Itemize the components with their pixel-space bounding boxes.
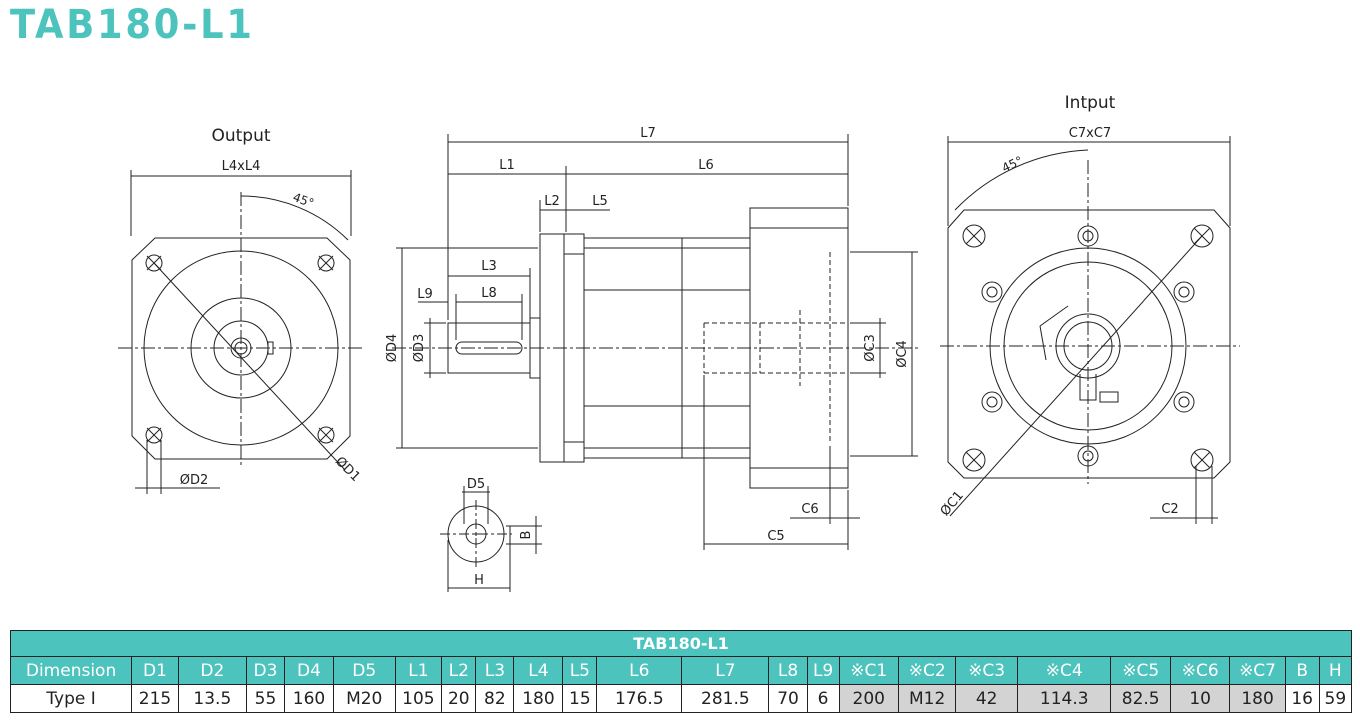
- table-cell: 82: [475, 684, 515, 713]
- table-cell: 10: [1169, 684, 1231, 713]
- dim-d4: ØD4: [385, 334, 400, 363]
- header-cell: ※C7: [1229, 656, 1286, 685]
- bolt-hole: [962, 448, 986, 472]
- bolt-hole: [1190, 448, 1214, 472]
- table-cell: Type I: [9, 684, 133, 713]
- dim-input-angle: 45°: [1000, 154, 1025, 176]
- dim-d3: ØD3: [412, 334, 427, 363]
- table-cell: M12: [897, 684, 957, 713]
- key-detail-view: D5 B H: [440, 477, 542, 592]
- input-view: Intput C7xC7 45° ØC1: [938, 93, 1240, 524]
- table-cell: 13.5: [177, 684, 247, 713]
- table-cell: 42: [955, 684, 1018, 713]
- table-cell: 59: [1318, 684, 1353, 713]
- header-cell: ※C3: [955, 656, 1018, 685]
- table-cell: 105: [394, 684, 443, 713]
- header-cell: L6: [596, 656, 683, 685]
- table-cell: 200: [838, 684, 900, 713]
- header-cell: D1: [131, 656, 179, 685]
- hex-screw: [1173, 391, 1195, 413]
- dim-l5: L5: [592, 194, 608, 209]
- table-cell: 281.5: [681, 684, 770, 713]
- header-cell: ※C5: [1110, 656, 1171, 685]
- input-view-label: Intput: [1065, 93, 1116, 113]
- dim-l6: L6: [698, 158, 714, 173]
- header-cell: L2: [441, 656, 477, 685]
- table-cell: 180: [513, 684, 564, 713]
- dim-c6: C6: [801, 502, 818, 517]
- table-cell: 176.5: [596, 684, 683, 713]
- dim-input-c2: C2: [1161, 502, 1178, 517]
- dim-c3: ØC3: [863, 334, 878, 362]
- table-cell: 160: [284, 684, 334, 713]
- header-cell: L1: [394, 656, 443, 685]
- dim-l2: L2: [544, 194, 560, 209]
- header-cell: D4: [284, 656, 334, 685]
- header-cell: D3: [245, 656, 286, 685]
- output-view-label: Output: [211, 126, 270, 146]
- header-cell: L3: [475, 656, 515, 685]
- dim-d5: D5: [467, 477, 485, 492]
- header-cell: L8: [768, 656, 808, 685]
- page-title: TAB180-L1: [10, 2, 255, 48]
- table-cell: 215: [131, 684, 179, 713]
- table-cell: 15: [562, 684, 598, 713]
- table-cell: 82.5: [1110, 684, 1171, 713]
- table-header-row: Dimension D1 D2 D3 D4 D5 L1 L2 L3 L4 L5 …: [9, 656, 1353, 685]
- header-cell: Dimension: [9, 656, 133, 685]
- dim-h: H: [474, 573, 484, 588]
- table-title: TAB180-L1: [10, 630, 1352, 657]
- dim-input-c1: ØC1: [938, 488, 967, 519]
- header-cell: L4: [513, 656, 564, 685]
- table-cell: 180: [1229, 684, 1286, 713]
- output-view: Output L4xL4 45° ØD1 ØD2: [118, 126, 363, 494]
- header-cell: B: [1284, 656, 1320, 685]
- dim-l1: L1: [499, 158, 515, 173]
- dim-b: B: [519, 531, 534, 540]
- dim-output-angle: 45°: [291, 190, 316, 210]
- hex-screw: [981, 391, 1003, 413]
- bolt-hole: [145, 426, 163, 444]
- header-cell: ※C1: [838, 656, 900, 685]
- dim-l3: L3: [481, 259, 497, 274]
- dim-c5: C5: [767, 529, 784, 544]
- header-cell: ※C6: [1169, 656, 1231, 685]
- technical-drawing: Output L4xL4 45° ØD1 ØD2: [118, 93, 1240, 592]
- dim-l8: L8: [481, 286, 497, 301]
- dim-c4: ØC4: [895, 340, 910, 368]
- dim-l7: L7: [640, 126, 656, 141]
- table-cell: M20: [332, 684, 396, 713]
- dim-l9: L9: [417, 287, 433, 302]
- hex-screw: [1173, 281, 1195, 303]
- dim-output-l4: L4xL4: [222, 159, 261, 174]
- header-cell: D2: [177, 656, 247, 685]
- side-view: L7 L1 L6 L2 L5 L3 L9 L8 ØD4 ØD3: [385, 126, 920, 550]
- hex-screw: [981, 281, 1003, 303]
- dimension-table: TAB180-L1 Dimension D1 D2 D3 D4 D5 L1 L2…: [9, 630, 1353, 713]
- bolt-hole: [317, 254, 335, 272]
- bolt-hole: [317, 426, 335, 444]
- header-cell: L7: [681, 656, 770, 685]
- header-cell: H: [1318, 656, 1353, 685]
- header-cell: ※C2: [897, 656, 957, 685]
- table-cell: 55: [245, 684, 286, 713]
- dim-input-c7: C7xC7: [1069, 126, 1111, 141]
- bolt-hole: [962, 224, 986, 248]
- dim-output-d1: ØD1: [332, 454, 363, 485]
- header-cell: D5: [332, 656, 396, 685]
- header-cell: L5: [562, 656, 598, 685]
- table-cell: 70: [768, 684, 808, 713]
- table-cell: 16: [1284, 684, 1320, 713]
- dim-output-d2: ØD2: [180, 473, 209, 488]
- table-cell: 20: [441, 684, 477, 713]
- table-cell: 6: [806, 684, 840, 713]
- table-cell: 114.3: [1016, 684, 1112, 713]
- header-cell: L9: [806, 656, 840, 685]
- header-cell: ※C4: [1016, 656, 1112, 685]
- table-row: Type I 215 13.5 55 160 M20 105 20 82 180…: [9, 684, 1353, 713]
